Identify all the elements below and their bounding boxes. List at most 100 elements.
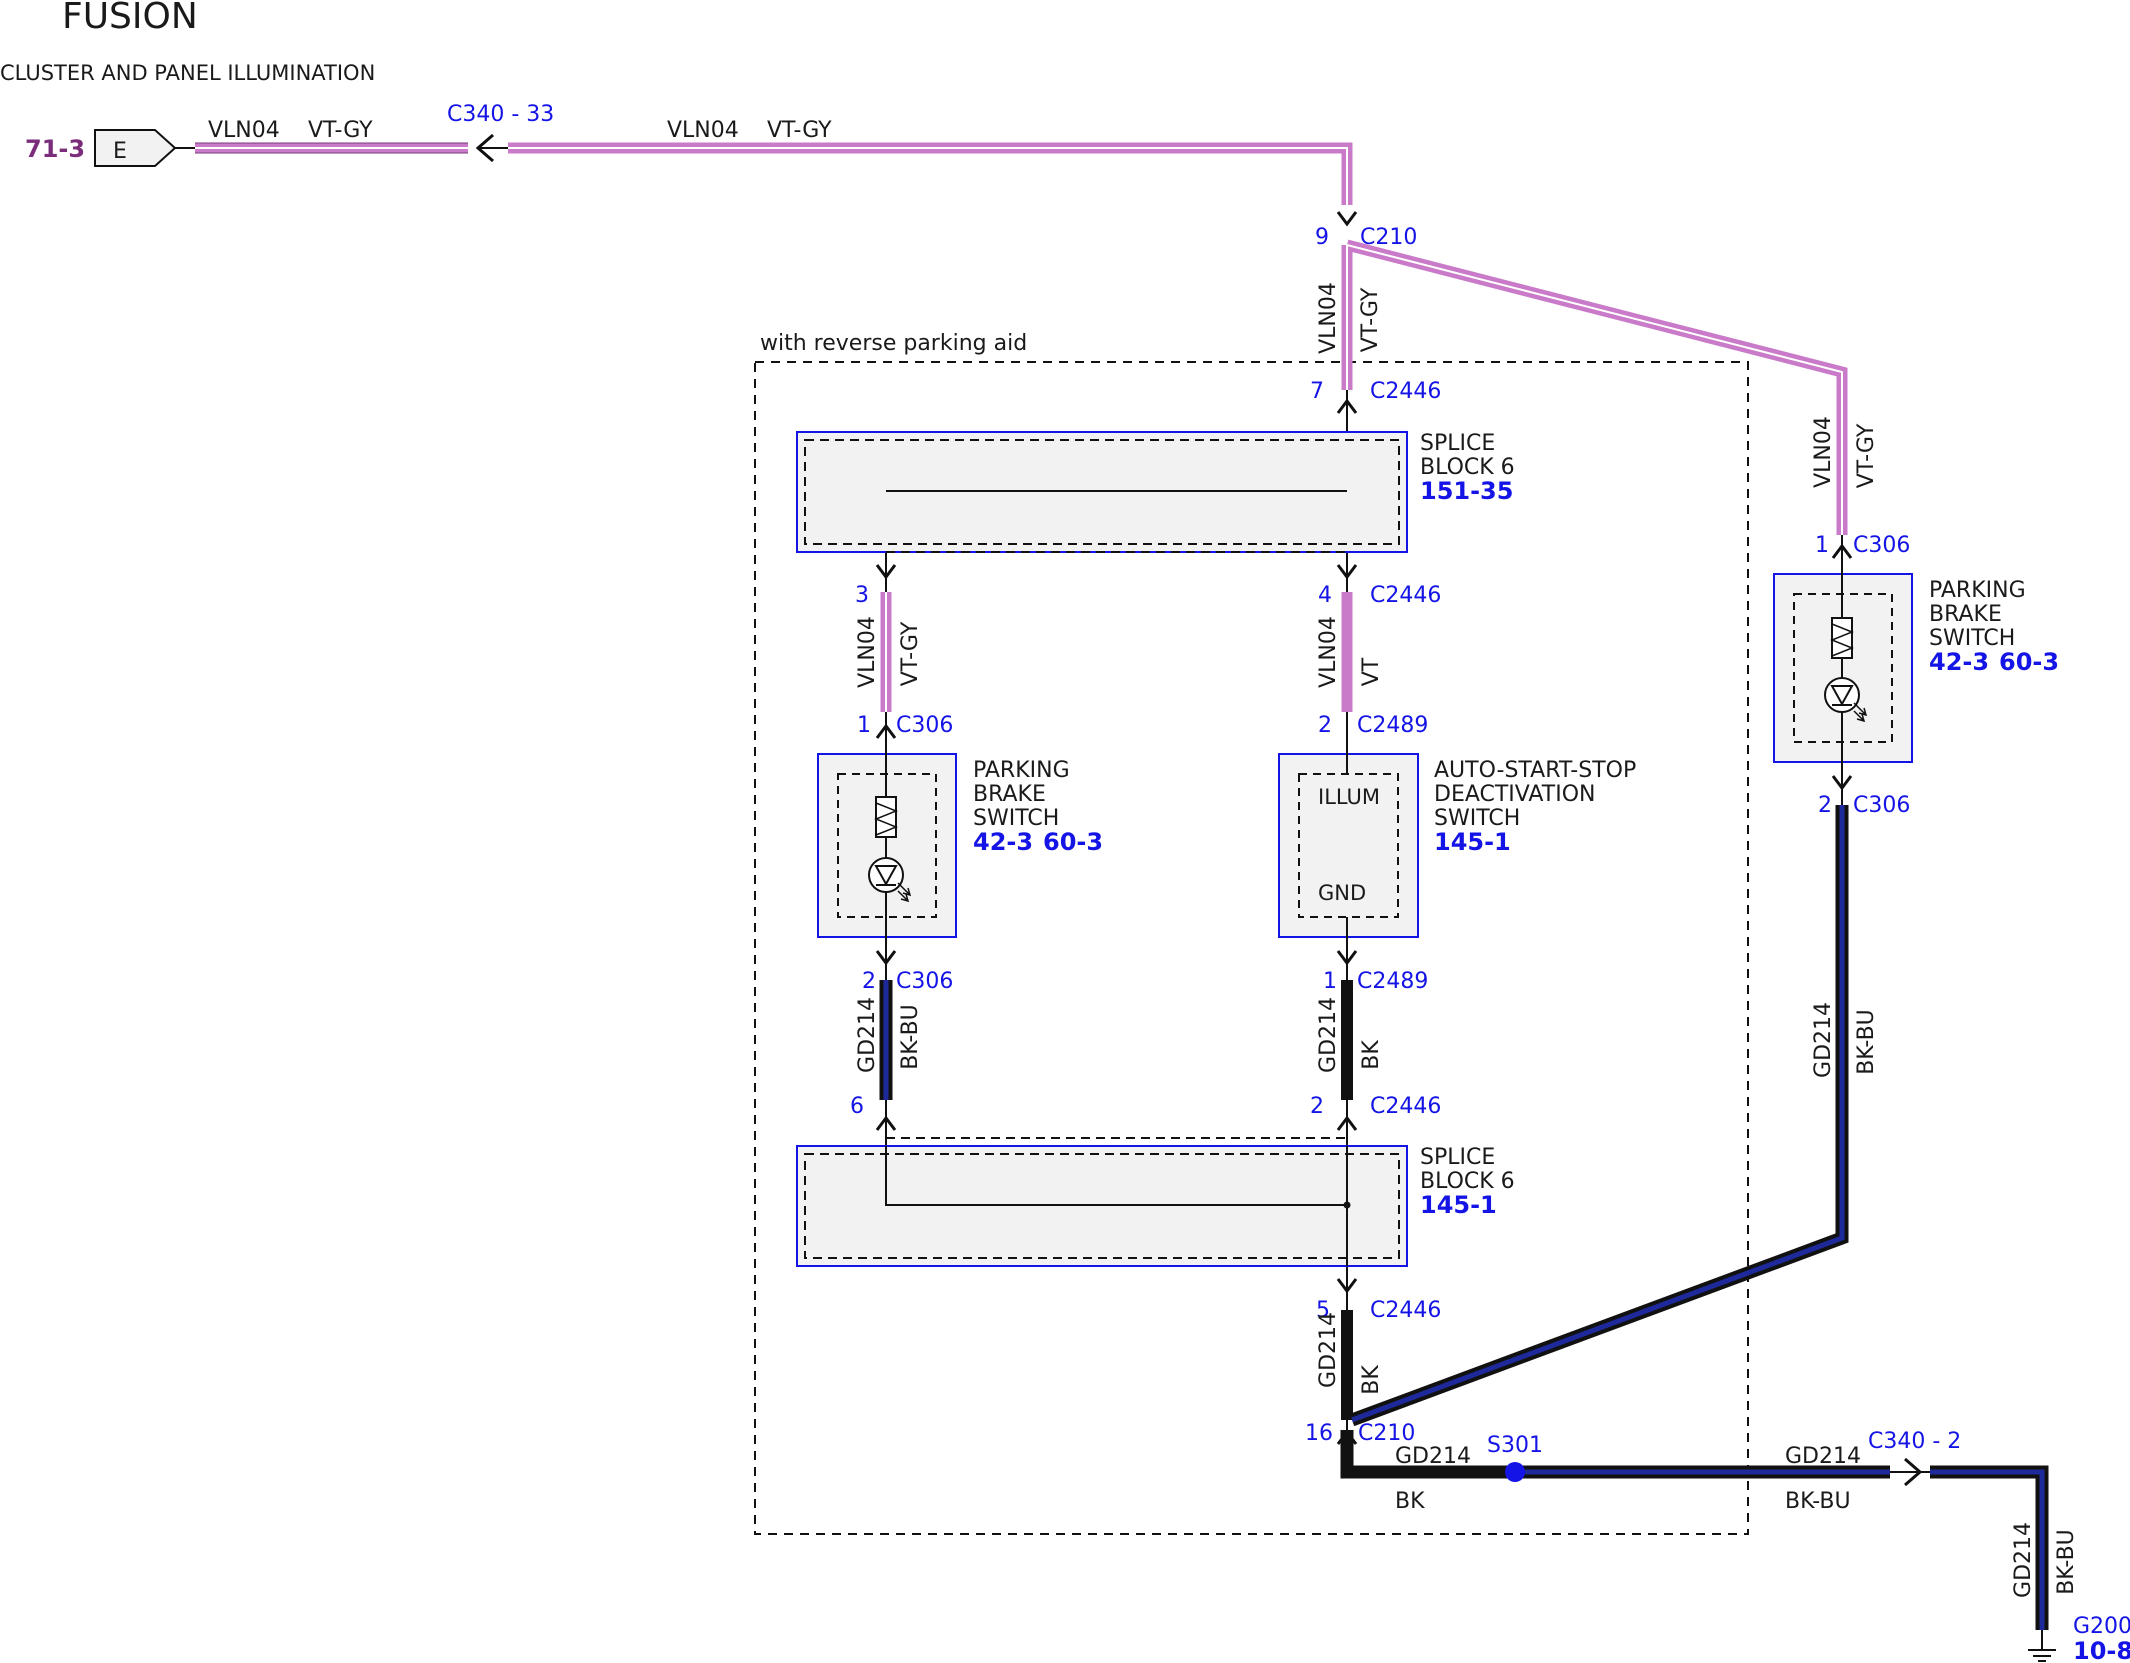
wire-circuit-label: GD214: [1316, 1312, 1341, 1388]
connector-label: C210: [1360, 225, 1417, 250]
gnd-pin-label: GND: [1318, 881, 1366, 905]
left-switch-ref2[interactable]: 60-3: [1043, 828, 1103, 856]
connector-label: C306: [1853, 533, 1910, 558]
connector-label: C306: [896, 713, 953, 738]
pin-label: 9: [1315, 225, 1329, 250]
bottom-left-color: BK: [1395, 1489, 1425, 1514]
wire-circuit-label: VLN04: [1316, 616, 1341, 688]
resistor-icon: [1831, 617, 1853, 659]
left-switch-ref1[interactable]: 42-3: [973, 828, 1033, 856]
led-icon: [1824, 677, 1860, 713]
wire-circuit-label: GD214: [1316, 997, 1341, 1073]
wire-circuit-label: VLN04: [1316, 282, 1341, 354]
vt-gy-wires: [195, 142, 1848, 712]
splice-bottom-line2: BLOCK 6: [1420, 1169, 1515, 1194]
region-label: with reverse parking aid: [760, 331, 1027, 356]
left-switch-line2: BRAKE: [973, 782, 1046, 807]
right-switch-ref1[interactable]: 42-3: [1929, 648, 1989, 676]
offpage-connector-E: [94, 129, 177, 167]
connector-label: C2489: [1357, 713, 1428, 738]
wire-circuit-label: GD214: [855, 997, 880, 1073]
wire-color-label: VT-GY: [898, 621, 923, 686]
c340-2-label: C340 - 2: [1868, 1429, 1961, 1454]
connector-label: C2446: [1370, 1094, 1441, 1119]
left-switch-line1: PARKING: [973, 758, 1070, 783]
ass-switch-ref[interactable]: 145-1: [1434, 828, 1511, 856]
ass-switch-line2: DEACTIVATION: [1434, 782, 1595, 807]
top-right-color: VT-GY: [767, 118, 832, 143]
top-right-circuit: VLN04: [667, 118, 739, 143]
splice-top-line1: SPLICE: [1420, 431, 1495, 456]
page-title: FUSION: [62, 0, 198, 37]
s301-splice-dot[interactable]: [1505, 1462, 1525, 1482]
connector-label: C306: [1853, 793, 1910, 818]
ground-ref[interactable]: 10-8: [2073, 1637, 2130, 1663]
wire-color-label: BK: [1359, 1040, 1384, 1070]
resistor-icon: [875, 796, 897, 838]
splice-block-bottom[interactable]: [796, 1145, 1408, 1267]
pin-label: 2: [1310, 1094, 1324, 1119]
parking-brake-switch-right[interactable]: [1773, 555, 1913, 782]
wire-color-label: BK-BU: [1854, 1009, 1879, 1075]
pin-label: 3: [855, 583, 869, 608]
left-switch-line3: SWITCH: [973, 806, 1059, 831]
bottom-left-circuit: GD214: [1395, 1444, 1471, 1469]
pin-label: 1: [857, 713, 871, 738]
splice-bottom-ref[interactable]: 145-1: [1420, 1191, 1497, 1219]
wire-circuit-label: VLN04: [1811, 416, 1836, 488]
connector-label: C210: [1358, 1421, 1415, 1446]
vertical-wire-labels: VLN04 VT-GY VLN04 VT-GY VLN04 VT GD214 B…: [855, 282, 2079, 1598]
pin-label: 1: [1815, 533, 1829, 558]
wire-color-label: VT: [1359, 657, 1384, 686]
offpage-letter: E: [113, 139, 127, 164]
top-left-circuit: VLN04: [208, 118, 280, 143]
wire-circuit-label: GD214: [2011, 1522, 2036, 1598]
connector-label: C2446: [1370, 1298, 1441, 1323]
pin-label: 6: [850, 1094, 864, 1119]
pin-label: 2: [1318, 713, 1332, 738]
bottom-right-circuit: GD214: [1785, 1444, 1861, 1469]
ass-switch-line3: SWITCH: [1434, 806, 1520, 831]
wire-color-label: VT-GY: [1358, 287, 1383, 352]
wire-color-label: VT-GY: [1854, 423, 1879, 488]
page-subtitle: CLUSTER AND PANEL ILLUMINATION: [0, 61, 375, 85]
s301-label: S301: [1487, 1433, 1543, 1458]
wire-color-label: BK: [1359, 1365, 1384, 1395]
wire-color-label: BK-BU: [2054, 1529, 2079, 1595]
offpage-ref[interactable]: 71-3: [25, 135, 85, 163]
splice-block-top[interactable]: [796, 431, 1408, 553]
connector-label: C2446: [1370, 379, 1441, 404]
top-left-color: VT-GY: [308, 118, 373, 143]
pin-label: 7: [1310, 379, 1324, 404]
c340-33-label: C340 - 33: [447, 102, 554, 127]
connector-label: C2489: [1357, 969, 1428, 994]
splice-top-line2: BLOCK 6: [1420, 455, 1515, 480]
right-switch-line1: PARKING: [1929, 578, 2026, 603]
right-switch-line3: SWITCH: [1929, 626, 2015, 651]
ground-symbol-icon: [2028, 1630, 2056, 1662]
splice-top-ref[interactable]: 151-35: [1420, 477, 1513, 505]
pin-label: 16: [1305, 1421, 1333, 1446]
pin-label: 2: [1818, 793, 1832, 818]
pin-label: 4: [1318, 583, 1332, 608]
ground-id: G200: [2073, 1614, 2130, 1639]
ass-switch-line1: AUTO-START-STOP: [1434, 758, 1636, 783]
auto-start-stop-switch[interactable]: [1278, 735, 1419, 957]
wire-circuit-label: VLN04: [855, 616, 880, 688]
led-icon: [868, 857, 904, 893]
right-switch-line2: BRAKE: [1929, 602, 2002, 627]
connector-label: C306: [896, 969, 953, 994]
pin-label: 5: [1316, 1298, 1330, 1323]
illum-pin-label: ILLUM: [1318, 785, 1380, 809]
wire-circuit-label: GD214: [1811, 1002, 1836, 1078]
pin-label: 1: [1323, 969, 1337, 994]
connector-label: C2446: [1370, 583, 1441, 608]
splice-bottom-line1: SPLICE: [1420, 1145, 1495, 1170]
reverse-parking-aid-region: [754, 361, 1749, 1535]
pin-label: 2: [862, 969, 876, 994]
ground-wires: [879, 805, 2049, 1630]
parking-brake-switch-left[interactable]: [817, 735, 957, 957]
bottom-right-color: BK-BU: [1785, 1489, 1851, 1514]
right-switch-ref2[interactable]: 60-3: [1999, 648, 2059, 676]
